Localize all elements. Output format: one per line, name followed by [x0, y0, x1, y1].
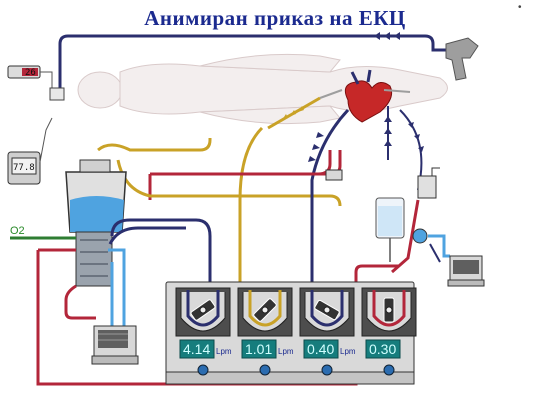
flow-display	[365, 339, 401, 359]
small-display-value: 26	[25, 68, 36, 78]
water-lines	[108, 248, 126, 326]
pump-hub	[199, 306, 207, 314]
flow-display	[179, 339, 215, 359]
heater-cooler	[91, 325, 139, 365]
oxygen-label: O2	[10, 225, 25, 237]
pump-4: 0.30	[361, 287, 417, 376]
flow-display	[303, 339, 339, 359]
pump-hub	[261, 306, 269, 314]
temperature-value: 77.8	[13, 163, 35, 173]
bubble-trap	[417, 167, 440, 199]
flow-value: 0.40	[307, 341, 334, 357]
arterial-to-cooler	[391, 199, 420, 274]
pump-hub	[385, 306, 393, 314]
flow-unit: Lpm	[340, 347, 356, 356]
flow-unit: Lpm	[278, 347, 294, 356]
pump-knob	[259, 364, 271, 376]
arterial-filter	[325, 169, 343, 181]
oxygenator	[65, 159, 127, 287]
cardioplegia-needle	[267, 89, 343, 130]
pump-knob	[383, 364, 395, 376]
pump-tubing	[248, 290, 282, 327]
temperature-gauge: 77.8	[7, 151, 41, 185]
pump-tubing	[372, 290, 406, 327]
flow-arrows-top	[374, 32, 400, 40]
line-connector	[49, 87, 65, 101]
heat-exchanger	[412, 228, 450, 263]
patient-body	[77, 53, 448, 125]
flow-value: 4.14	[183, 341, 210, 357]
top-venous-line	[58, 34, 450, 88]
flow-value: 0.30	[369, 341, 396, 357]
pump-heads: 4.14 Lpm 1.01 Lpm 0.40 Lpm 0.30	[175, 287, 417, 376]
pump-1: 4.14 Lpm	[175, 287, 232, 376]
flow-arrows-venous	[308, 132, 324, 162]
page-title: Анимиран приказ на ЕКЦ	[144, 6, 406, 30]
pump-knob	[197, 364, 209, 376]
heart-icon	[344, 69, 411, 123]
oxygen-line: O2	[10, 225, 76, 240]
pump-hub	[323, 306, 331, 314]
cardioplegia-bag	[375, 197, 405, 262]
cooler-box	[447, 255, 485, 287]
small-monitor: 26	[7, 65, 41, 79]
pump-tubing	[186, 290, 220, 327]
suction-gun-icon	[445, 37, 479, 81]
pump-tubing	[310, 290, 344, 327]
pump-2: 1.01 Lpm	[237, 287, 294, 376]
venous-line-right	[387, 106, 423, 191]
pump-3: 0.40 Lpm	[299, 287, 356, 376]
flow-value: 1.01	[245, 341, 272, 357]
pump-knob	[321, 364, 333, 376]
flow-unit: Lpm	[216, 347, 232, 356]
flow-arrows-right	[384, 116, 424, 152]
arterial-line-mid	[214, 150, 332, 176]
flow-display	[241, 339, 277, 359]
corner-mark: •	[518, 2, 522, 13]
